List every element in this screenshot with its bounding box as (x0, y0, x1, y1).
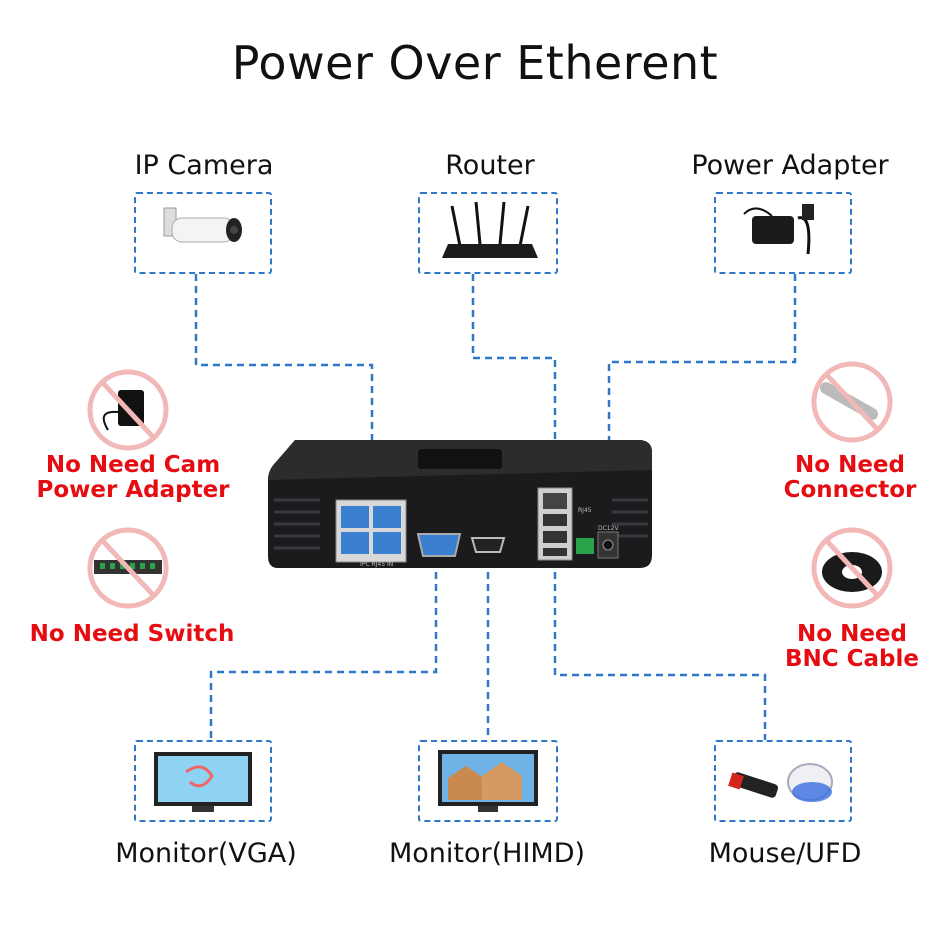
no-need-switch-text: No Need Switch (4, 622, 260, 647)
monitor-houses-icon (438, 750, 538, 812)
adapter-prohibited-icon (87, 369, 169, 451)
no-need-bnc-cable-line1: No Need (797, 621, 907, 647)
no-need-cam-adapter-text: No Need Cam Power Adapter (8, 453, 258, 503)
router-box (418, 192, 558, 274)
label-rj45-port: RJ45 (578, 507, 592, 514)
no-need-bnc-cable-line2: BNC Cable (784, 646, 919, 672)
monitor-hdmi-box (418, 740, 558, 822)
monitor-icon (154, 752, 252, 812)
ip-camera-box (134, 192, 272, 274)
line-camera-to-poe (194, 274, 374, 512)
no-need-connector-text: No Need Connector (760, 453, 940, 503)
ip-camera-icon (163, 207, 242, 243)
no-need-cam-adapter-line2: Power Adapter (36, 477, 230, 503)
switch-prohibited-icon (87, 527, 169, 609)
label-ip-camera: IP Camera (134, 150, 274, 181)
no-need-bnc-cable-text: No Need BNC Cable (760, 622, 944, 672)
router-icon (442, 201, 538, 258)
page-title: Power Over Etherent (231, 36, 719, 90)
line-router-to-rj45 (471, 274, 557, 497)
bnc-cable-prohibited-icon (811, 527, 893, 609)
no-need-switch-line1: No Need Switch (29, 621, 235, 647)
label-router: Router (445, 150, 535, 181)
mouse-ufd-box (714, 740, 852, 822)
bnc-connector-prohibited-icon (811, 361, 893, 443)
nvr-device (268, 440, 652, 568)
label-power-adapter: Power Adapter (691, 150, 889, 181)
no-need-connector-line2: Connector (783, 477, 917, 503)
monitor-vga-box (134, 740, 272, 822)
mouse-usb-icon (728, 763, 833, 802)
label-poe-ports: IPC RJ45 IN (360, 561, 393, 568)
line-usb-to-mouse (553, 560, 767, 740)
no-need-cam-adapter-line1: No Need Cam (45, 452, 221, 478)
label-mouse-ufd: Mouse/UFD (708, 838, 862, 869)
power-adapter-icon (743, 204, 814, 255)
label-monitor-vga: Monitor(VGA) (115, 838, 297, 869)
no-need-connector-line1: No Need (795, 452, 905, 478)
label-monitor-hdmi: Monitor(HIMD) (388, 838, 586, 869)
power-adapter-box (714, 192, 852, 274)
label-dc-port: DC12V (598, 525, 619, 532)
